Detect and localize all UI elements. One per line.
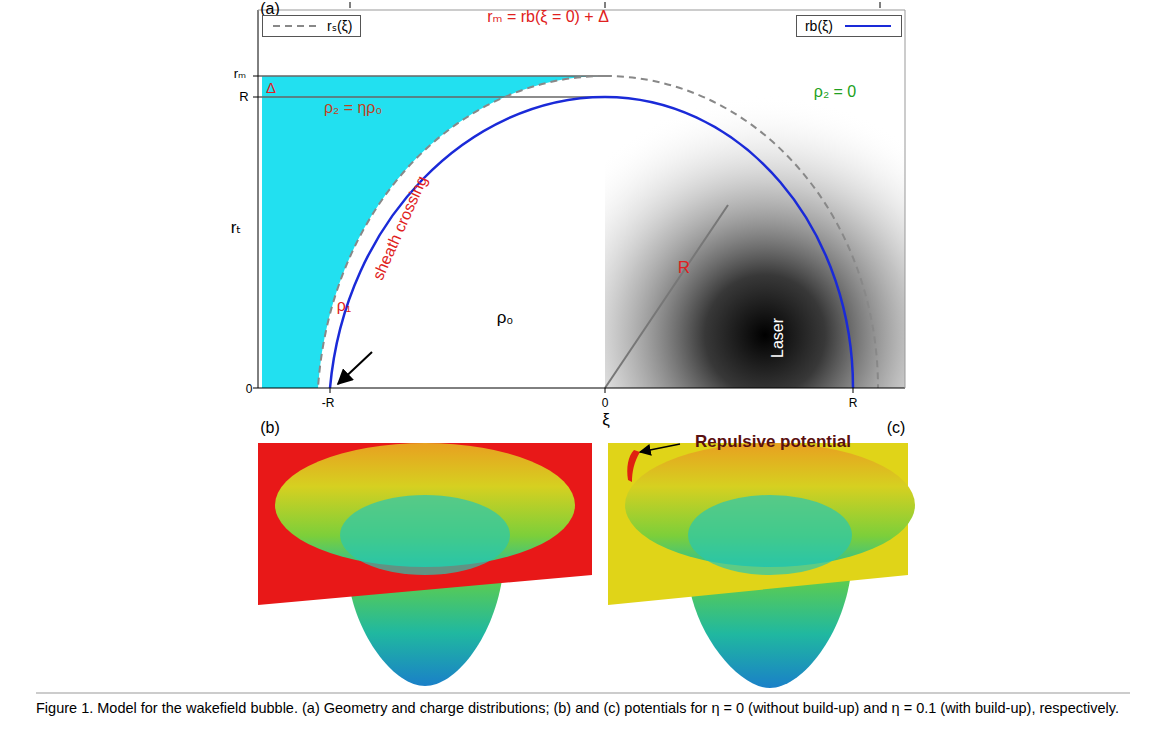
- density-label: ρ₀: [497, 309, 514, 328]
- tick-label: R: [849, 397, 858, 410]
- ticks: [253, 2, 880, 393]
- legend-text: rb(ξ): [805, 18, 833, 34]
- bubble-curve: [330, 97, 605, 388]
- potential-bowl: [688, 495, 852, 575]
- panel-letter: (b): [260, 419, 280, 437]
- legend-sample: [271, 19, 321, 33]
- x-axis: [258, 388, 905, 389]
- y-axis: [258, 10, 259, 388]
- potential-well: [350, 580, 502, 686]
- radius-line: [605, 205, 728, 388]
- axis-title: rₜ: [231, 219, 242, 238]
- sheath-curve: [318, 76, 605, 388]
- panel-b: [258, 443, 592, 686]
- potential-well: [690, 580, 850, 688]
- density-label: ρ₂ = 0: [814, 83, 856, 101]
- tick-label: R: [239, 90, 248, 104]
- leader-arrow: [640, 444, 680, 452]
- delta-label: Δ: [266, 80, 276, 97]
- callout-label: Repulsive potential: [695, 433, 851, 452]
- panel-a: [253, 2, 905, 393]
- repulsive-rim: [627, 450, 640, 482]
- density-label: ρ₂ = ηρ₀: [324, 99, 382, 117]
- tick-label: -R: [322, 397, 335, 410]
- potential-bowl: [340, 495, 510, 575]
- r-line: [258, 96, 605, 98]
- laser-label: Laser: [769, 318, 787, 358]
- frame: [905, 10, 906, 388]
- bubble-curve: [605, 97, 853, 388]
- axis-title: ξ: [602, 411, 610, 430]
- tick-label: 0: [602, 397, 609, 410]
- panel-letter: (c): [887, 419, 906, 437]
- rm-line: [258, 75, 605, 77]
- density-label: ρ₁: [337, 297, 352, 315]
- equation: rₘ = rb(ξ = 0) + Δ: [487, 8, 609, 26]
- buildup-region: [262, 76, 605, 388]
- caption-rule: [36, 693, 1130, 694]
- laser-spot: [605, 60, 905, 388]
- tick-label: 0: [246, 383, 253, 396]
- legend-entry: rₛ(ξ): [262, 15, 361, 37]
- panel-c: [608, 443, 915, 688]
- radius-label: R: [678, 259, 690, 278]
- leader-arrow: [338, 352, 372, 384]
- legend-sample: [843, 19, 893, 33]
- legend-text: rₛ(ξ): [327, 18, 352, 34]
- tick-label: rₘ: [234, 67, 246, 81]
- legend-entry: rb(ξ): [796, 15, 902, 37]
- sheath-curve: [605, 76, 878, 388]
- potential-plane: [258, 443, 592, 605]
- figure-caption: Figure 1. Model for the wakefield bubble…: [36, 699, 1126, 719]
